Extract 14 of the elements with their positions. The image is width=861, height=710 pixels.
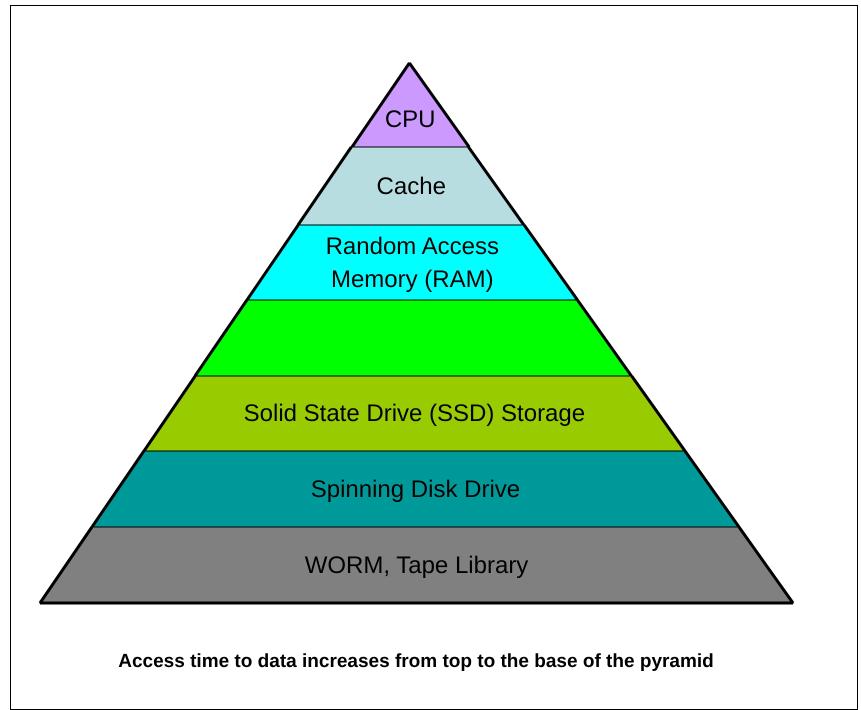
pyramid-tier [247,225,578,300]
pyramid-tier [92,451,739,527]
tier-label: Cache [376,172,446,202]
pyramid-tier [40,527,793,603]
pyramid-tier [352,63,469,147]
pyramid-tier [298,147,524,225]
tier-label: Solid State Drive (SSD) Storage [244,399,586,429]
tier-label: Spinning Disk Drive [310,474,520,504]
caption: Access time to data increases from top to the base of the pyramid [117,650,715,674]
pyramid-tier [144,376,685,451]
tier-label: CPU [384,105,436,135]
tier-label: WORM, Tape Library [304,550,528,580]
tier-label: Random Access Memory (RAM) [324,232,500,294]
pyramid-tier [195,300,632,376]
